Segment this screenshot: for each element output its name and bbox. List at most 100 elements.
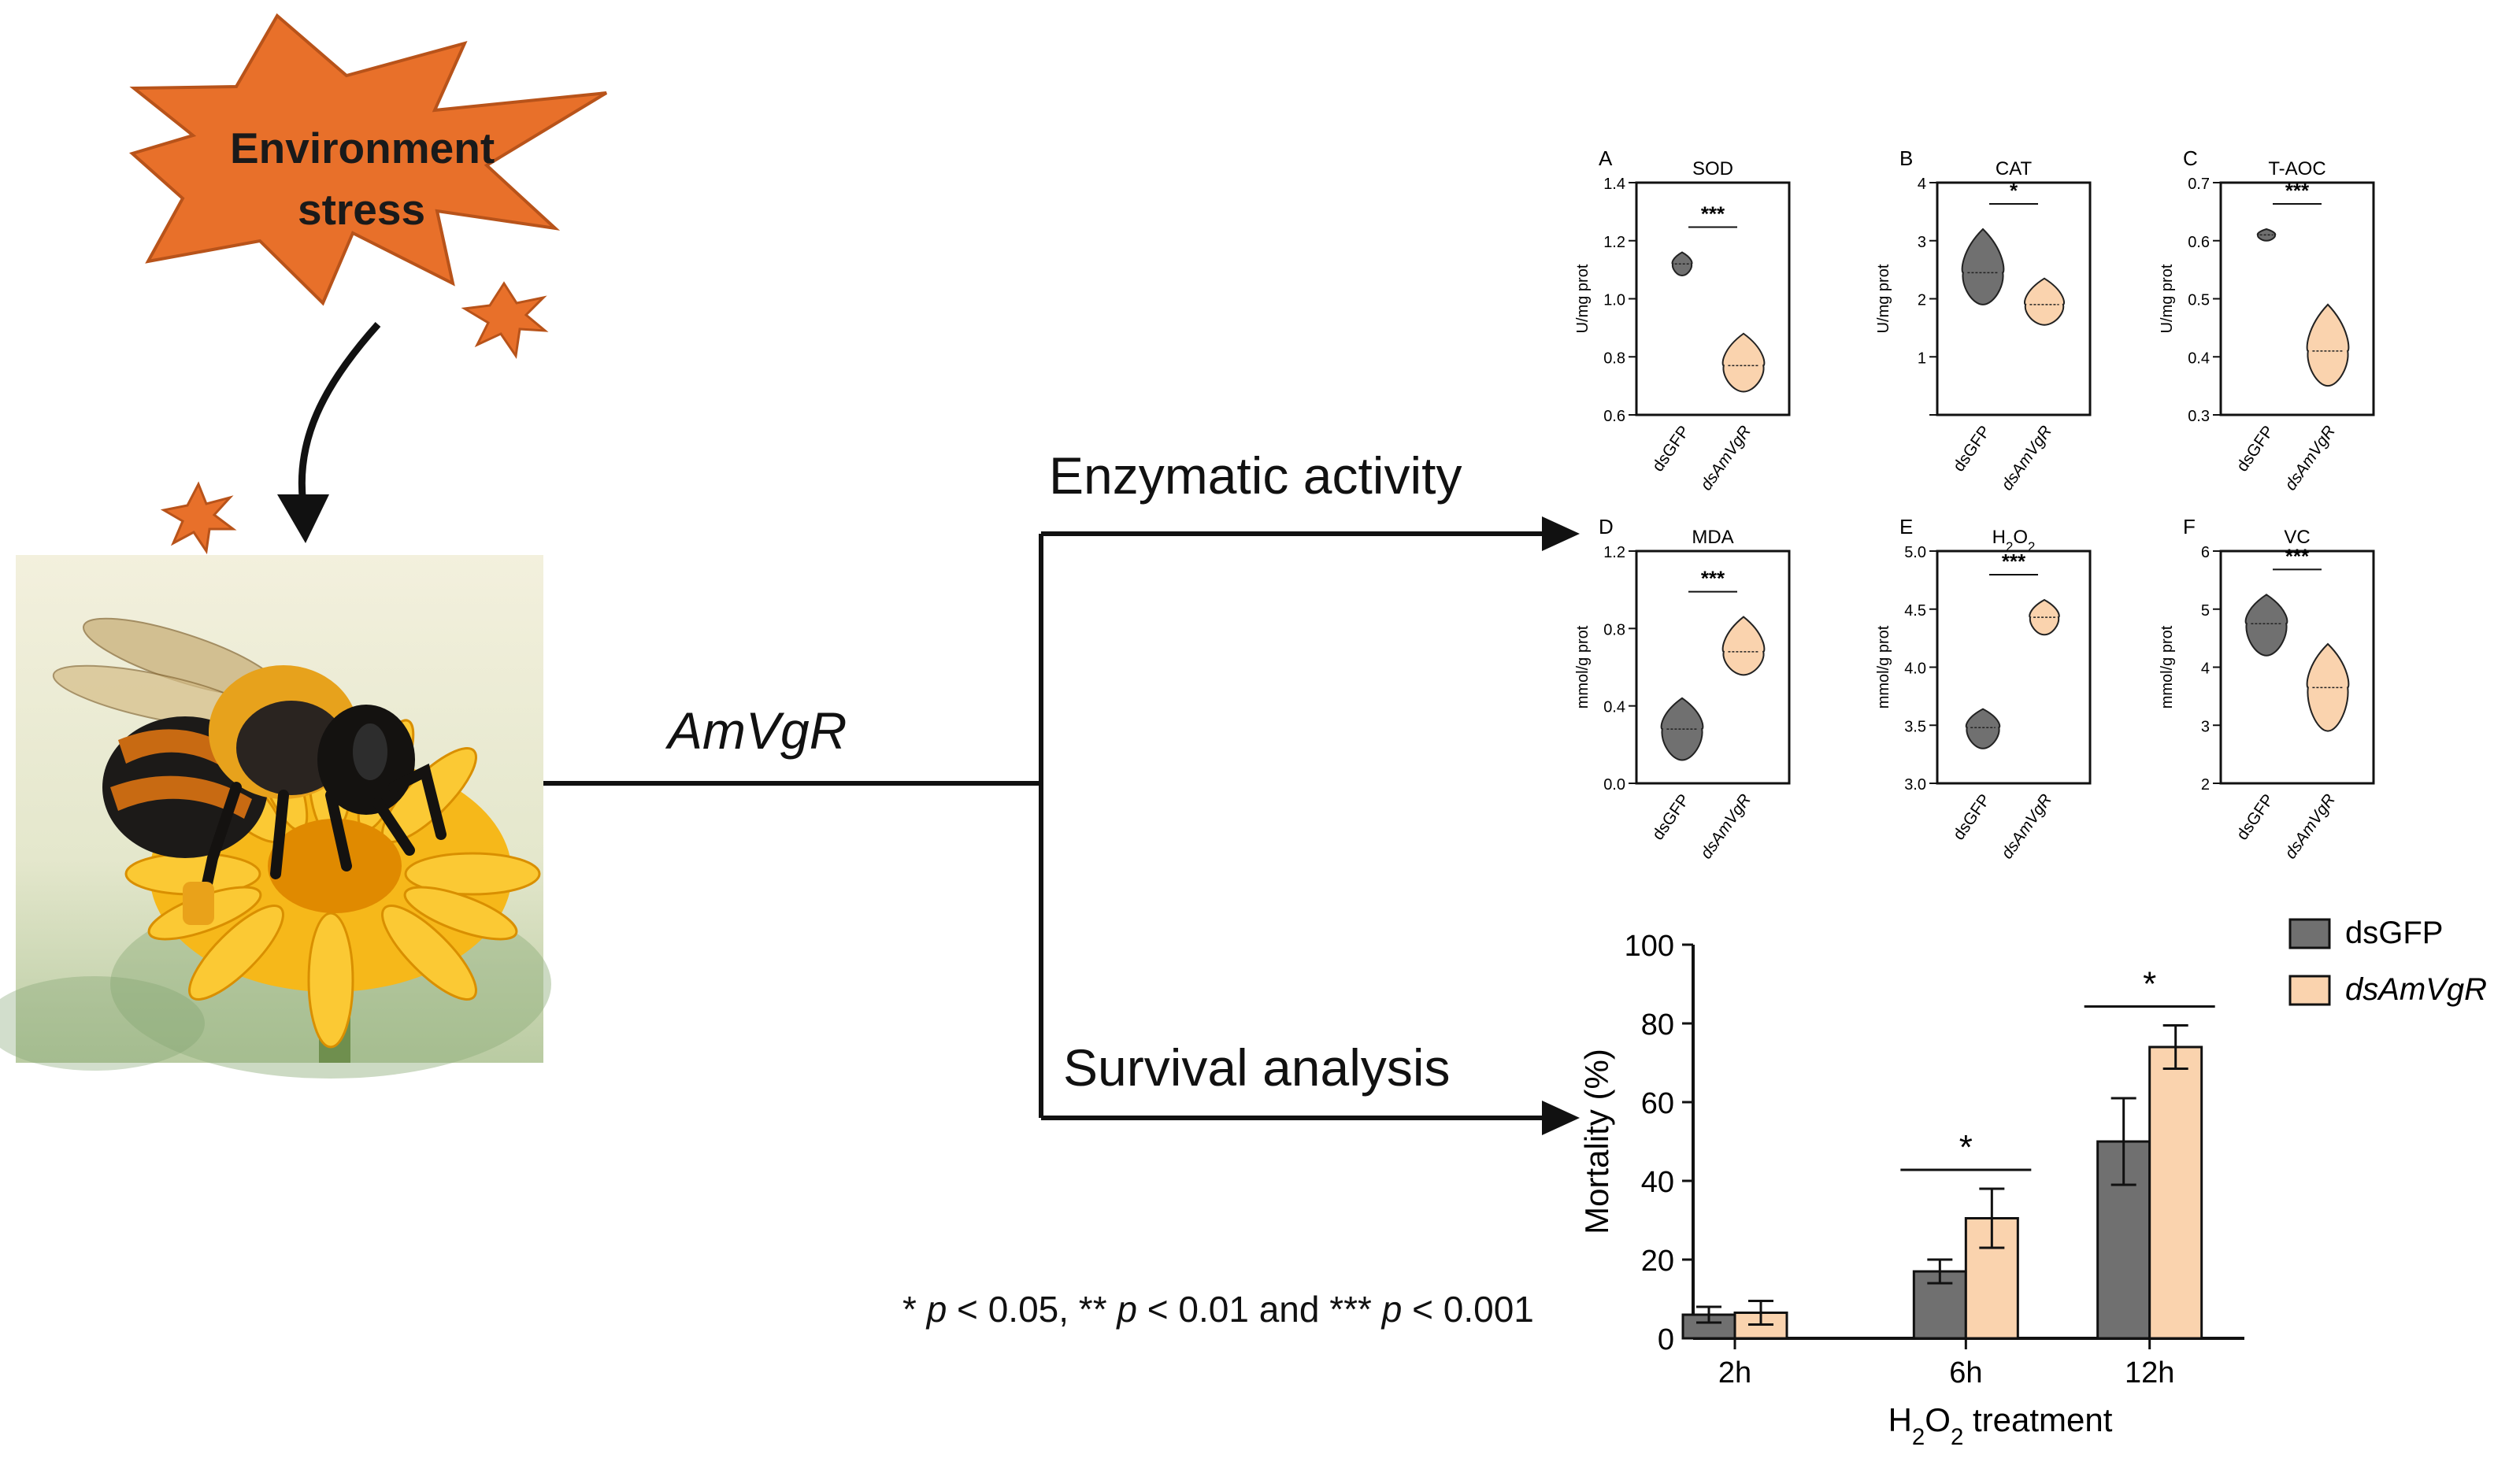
flow-lines	[543, 531, 1544, 1120]
tick-label: 2	[1918, 292, 1926, 309]
stress-arrow	[298, 321, 381, 505]
small-star-left	[160, 481, 237, 555]
tick-label: 5.0	[1904, 544, 1926, 561]
survival-label: Survival analysis	[1063, 1038, 1451, 1097]
axis-label: U/mg prot	[2159, 264, 2176, 333]
sig-stars: ***	[2285, 179, 2310, 202]
stress-label-line2: stress	[298, 185, 426, 234]
violin-dsAmVgR	[2306, 642, 2350, 732]
stress-label-line1: Environment	[230, 124, 495, 172]
tick-label: 3.0	[1904, 776, 1926, 794]
tick-label: 3	[2201, 718, 2210, 735]
group-label: dsAmVgR	[1998, 791, 2055, 863]
sig-stars: ***	[1701, 567, 1725, 590]
group-label: dsGFP	[2233, 423, 2277, 475]
tick-label: 0.0	[1603, 776, 1625, 794]
small-star-right	[461, 281, 549, 360]
panel-frame	[1936, 181, 2092, 416]
panel-frame	[2219, 181, 2375, 416]
violin-dsAmVgR	[2306, 303, 2350, 387]
x-axis-label: H2O2 treatment	[1888, 1401, 2113, 1450]
panel-frame	[1936, 549, 2092, 785]
stress-star	[128, 13, 608, 306]
tick-label: 2	[2201, 776, 2210, 794]
tick-label: 0.7	[2188, 176, 2210, 193]
violin-dsAmVgR	[1721, 616, 1766, 676]
tick-label: 5	[2201, 602, 2210, 620]
y-axis-label: Mortality (%)	[1578, 1049, 1615, 1234]
panel-letter: A	[1599, 146, 1613, 170]
panel-title: H2O2	[1992, 527, 2036, 554]
stress-star-group	[128, 13, 608, 555]
violin-dsGFP	[2244, 594, 2288, 657]
group-label: dsAmVgR	[2281, 423, 2339, 494]
tick-label: 0.5	[2188, 292, 2210, 309]
panel-title: CAT	[1996, 158, 2033, 179]
y-tick-label: 80	[1641, 1008, 1674, 1042]
group-label: dsGFP	[1950, 423, 1994, 475]
violin-dsAmVgR	[2029, 598, 2060, 636]
legend-swatch-dsAmVgR	[2288, 975, 2331, 1006]
tick-label: 1	[1918, 350, 1926, 367]
tick-label: 0.6	[1603, 408, 1625, 425]
bee-illustration	[0, 555, 551, 1079]
group-label: dsGFP	[1950, 791, 1994, 844]
sig-stars: *	[1959, 1128, 1973, 1167]
enzymatic-label: Enzymatic activity	[1049, 446, 1462, 505]
axis-label: mmol/g prot	[1574, 625, 1592, 709]
survival-arrow-head	[1542, 1101, 1580, 1135]
tick-label: 3	[1918, 234, 1926, 251]
violin-dsGFP	[1965, 708, 2001, 749]
y-tick-label: 60	[1641, 1087, 1674, 1120]
panel-letter: C	[2183, 146, 2198, 170]
x-tick-label: 6h	[1949, 1356, 1982, 1389]
y-tick-label: 40	[1641, 1166, 1674, 1199]
violin-dsGFP	[2256, 228, 2277, 242]
y-tick-label: 100	[1625, 930, 1674, 963]
violin-dsGFP	[1961, 228, 2005, 305]
panel-frame	[2219, 549, 2375, 785]
tick-label: 4.5	[1904, 602, 1926, 620]
tick-label: 1.2	[1603, 234, 1625, 251]
group-label: dsGFP	[1649, 791, 1693, 844]
tick-label: 0.3	[2188, 408, 2210, 425]
panel-letter: E	[1899, 515, 1913, 538]
group-label: dsAmVgR	[1697, 791, 1755, 863]
tick-label: 1.2	[1603, 544, 1625, 561]
panel-letter: D	[1599, 515, 1614, 538]
sig-stars: ***	[2002, 549, 2026, 573]
panel-title: VC	[2284, 527, 2310, 548]
group-label: dsAmVgR	[1697, 423, 1755, 494]
panel-title: SOD	[1692, 158, 1733, 179]
tick-label: 3.5	[1904, 718, 1926, 735]
tick-label: 1.0	[1603, 292, 1625, 309]
tick-label: 0.4	[1603, 699, 1625, 716]
group-label: dsGFP	[2233, 791, 2277, 844]
enzymatic-arrow-head	[1542, 516, 1580, 551]
tick-label: 4.0	[1904, 660, 1926, 678]
sig-stars: *	[2143, 965, 2156, 1004]
sig-stars: ***	[2285, 544, 2310, 568]
tick-label: 0.8	[1603, 621, 1625, 638]
tick-label: 4	[1918, 176, 1926, 193]
panel-title: T-AOC	[2268, 158, 2325, 179]
sig-stars: *	[2010, 179, 2018, 202]
panel-letter: F	[2183, 515, 2196, 538]
violin-dsGFP	[1660, 697, 1704, 761]
legend-label: dsGFP	[2345, 916, 2443, 950]
axis-label: U/mg prot	[1574, 264, 1592, 333]
panel-title: MDA	[1692, 527, 1733, 548]
axis-label: mmol/g prot	[2159, 625, 2176, 709]
axis-label: U/mg prot	[1875, 264, 1892, 333]
panel-letter: B	[1899, 146, 1913, 170]
group-label: dsAmVgR	[1998, 423, 2055, 494]
sig-stars: ***	[1701, 202, 1725, 226]
